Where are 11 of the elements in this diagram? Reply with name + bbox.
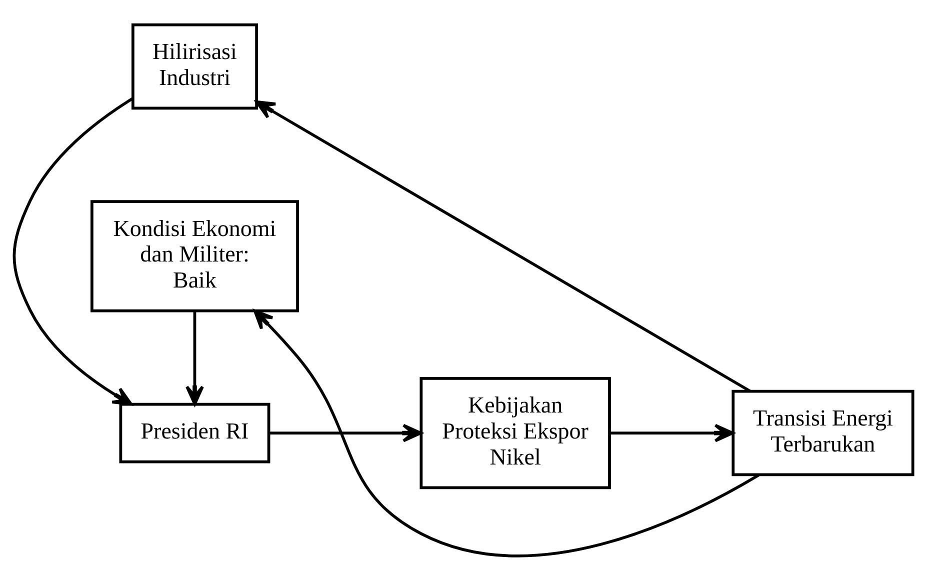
node-box: Transisi Energi Terbarukan [732,389,914,476]
arrow [255,100,751,392]
arrow [186,310,204,405]
node-box: Kebijakan Proteksi Ekspor Nikel [420,376,611,489]
node-box: Kondisi Ekonomi dan Militer: Baik [90,200,299,312]
node-box: Hilirisasi Industri [131,22,258,110]
arrow [253,309,760,557]
arrow [610,423,734,442]
arrow [12,96,134,406]
arrow [269,423,422,442]
node-box: Presiden RI [119,402,270,463]
